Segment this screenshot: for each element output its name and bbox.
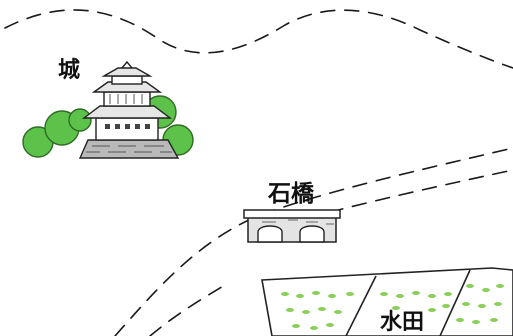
paddy-field-label: 水田 xyxy=(380,310,425,335)
stone-bridge-icon xyxy=(243,209,341,243)
castle-icon xyxy=(22,60,194,159)
castle-label: 城 xyxy=(58,58,81,83)
paddy-field-icon xyxy=(261,267,513,336)
tree-icon xyxy=(68,108,92,132)
stone-bridge-label: 石橋 xyxy=(268,181,314,207)
road-bottom xyxy=(149,284,226,336)
road-top xyxy=(4,9,513,69)
